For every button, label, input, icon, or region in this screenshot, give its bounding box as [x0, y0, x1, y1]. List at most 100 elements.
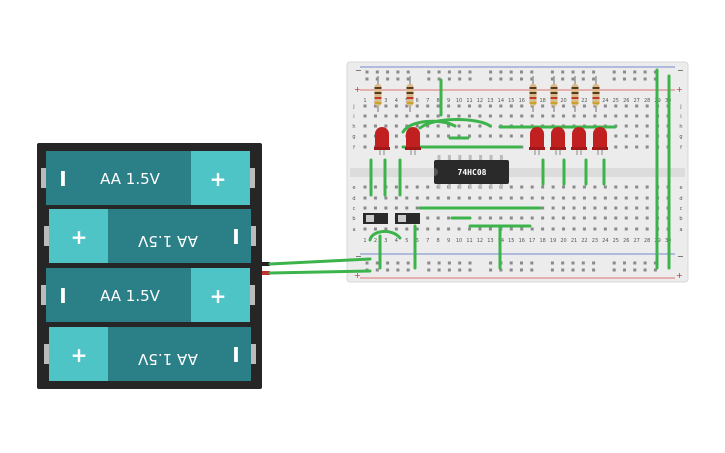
led[interactable] [529, 127, 545, 155]
switch-slider [366, 215, 374, 222]
wire-arc[interactable] [368, 230, 402, 242]
terminal-hole [624, 206, 628, 210]
ic-pin [458, 183, 462, 189]
rail-hole [447, 268, 451, 272]
rail-hole [437, 70, 441, 74]
led-rim [592, 147, 608, 150]
terminal-hole [603, 227, 607, 231]
rail-hole [623, 77, 626, 81]
led[interactable] [592, 127, 608, 155]
terminal-hole [426, 196, 430, 200]
resistor[interactable] [550, 76, 558, 112]
column-number: 24 [602, 238, 608, 244]
wire-arc[interactable] [401, 119, 457, 134]
led[interactable] [571, 127, 587, 155]
battery-cell-terminal [250, 168, 255, 188]
terminal-hole [457, 124, 461, 128]
rail-hole [550, 70, 554, 74]
terminal-hole [478, 134, 482, 138]
terminal-hole [405, 104, 409, 108]
terminal-hole [614, 196, 618, 200]
rail-hole [643, 268, 647, 272]
rail-plus-label: + [354, 85, 361, 94]
terminal-hole [415, 124, 419, 128]
terminal-hole [373, 124, 377, 128]
terminal-hole [436, 216, 440, 220]
rail-hole [489, 70, 493, 74]
battery-cell-right-sign: I [232, 343, 239, 367]
resistor-band [374, 97, 382, 99]
terminal-hole [520, 134, 524, 138]
resistor[interactable] [406, 76, 414, 112]
slide-switch-2[interactable] [395, 213, 420, 224]
battery-cell-label: AA 1.5V [137, 350, 198, 368]
terminal-hole [478, 114, 482, 118]
terminal-hole [436, 227, 440, 231]
terminal-hole [415, 114, 419, 118]
wire-battery-negative[interactable] [268, 257, 372, 266]
switch-body [395, 213, 420, 224]
breadboard[interactable]: − + − + − + − + 112233445566778899101011… [346, 61, 689, 283]
wire-battery-positive[interactable] [268, 269, 372, 275]
battery-cell-left-sign: I [59, 284, 66, 308]
row-letter: a [352, 227, 355, 233]
rail-hole [375, 70, 379, 74]
terminal-hole [541, 206, 545, 210]
rail-hole [458, 77, 462, 81]
resistor-band [571, 87, 579, 89]
resistor[interactable] [571, 76, 579, 112]
terminal-hole [624, 227, 628, 231]
terminal-hole [363, 134, 367, 138]
terminal-hole [426, 216, 430, 220]
terminal-hole [645, 145, 649, 149]
column-number: 5 [405, 238, 408, 244]
terminal-hole [562, 196, 566, 200]
rail-hole [520, 268, 523, 272]
column-number: 24 [602, 98, 608, 104]
resistor[interactable] [592, 76, 600, 112]
row-letter: h [679, 124, 682, 130]
row-letter: a [679, 227, 682, 233]
ic-chip-label: 74HC08 [458, 168, 487, 177]
rail-hole [571, 261, 575, 265]
terminal-hole [530, 216, 534, 220]
resistor[interactable] [529, 76, 537, 112]
terminal-hole [426, 134, 430, 138]
terminal-hole [572, 216, 576, 220]
row-letter: e [679, 185, 682, 191]
ic-chip[interactable]: 74HC08 [434, 155, 509, 189]
led[interactable] [374, 127, 390, 155]
row-letter: d [679, 196, 682, 202]
terminal-hole [363, 104, 367, 108]
breadboard-channel [350, 168, 685, 177]
led[interactable] [405, 127, 421, 155]
resistor-band [571, 92, 579, 94]
rail-hole [592, 77, 596, 81]
rail-hole [530, 261, 534, 265]
terminal-hole [603, 216, 607, 220]
switch-slider [398, 215, 406, 222]
rail-plus-label: + [676, 271, 683, 280]
terminal-hole [624, 124, 628, 128]
column-number: 15 [508, 98, 514, 104]
battery-pack[interactable]: I AA 1.5V + + AA 1.5V I I AA 1.5V + [37, 143, 270, 389]
terminal-hole [415, 185, 419, 189]
terminal-hole [530, 227, 534, 231]
led[interactable] [550, 127, 566, 155]
wire-arc[interactable] [418, 118, 492, 130]
ic-pin [437, 183, 441, 189]
column-number: 1 [363, 98, 366, 104]
resistor[interactable] [374, 76, 382, 112]
resistor-band [406, 102, 414, 104]
terminal-hole [635, 145, 639, 149]
terminal-hole [363, 206, 367, 210]
rail-hole [633, 77, 637, 81]
terminal-hole [363, 185, 367, 189]
slide-switch-1[interactable] [363, 213, 388, 224]
terminal-hole [530, 196, 534, 200]
terminal-hole [468, 124, 471, 128]
rail-hole [530, 70, 534, 74]
terminal-hole [509, 196, 513, 200]
column-number: 13 [487, 98, 493, 104]
